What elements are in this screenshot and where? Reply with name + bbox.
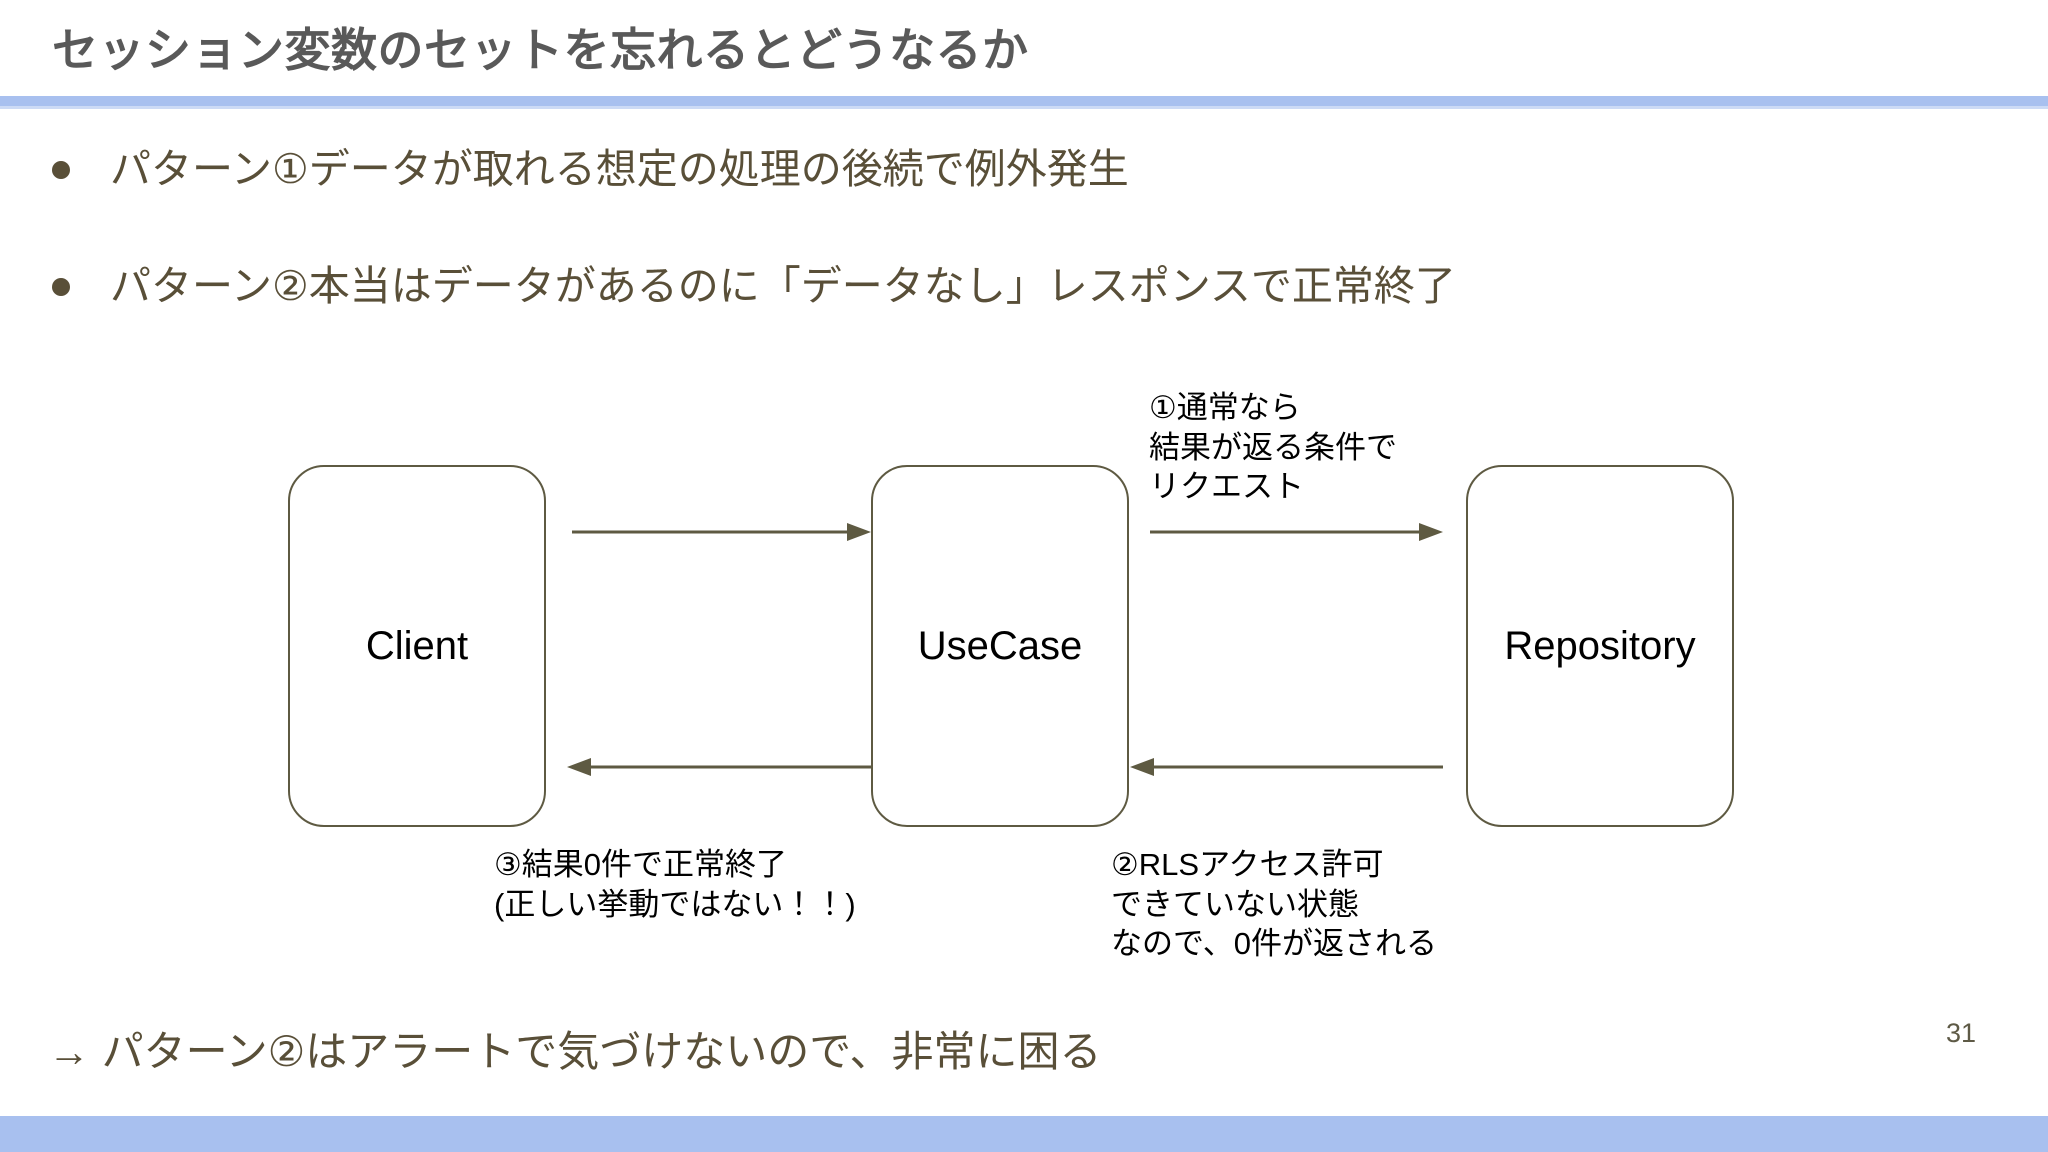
title-divider: [0, 96, 2048, 109]
diagram-node-usecase-label: UseCase: [917, 623, 1083, 668]
bullet-item-2: パターン②本当はデータがあるのに「データなし」レスポンスで正常終了: [52, 262, 1456, 311]
diagram-node-repository[interactable]: Repository: [1466, 465, 1734, 827]
arrow-repository-to-usecase: [1130, 758, 1443, 776]
diagram-node-usecase[interactable]: UseCase: [871, 465, 1129, 827]
conclusion-text: → パターン②はアラートで気づけないので、非常に困る: [48, 1028, 1102, 1075]
diagram-node-repository-label: Repository: [1504, 623, 1696, 668]
arrow-usecase-to-repository: [1150, 523, 1443, 541]
diagram-annotation-3: ③結果0件で正常終了 (正しい挙動ではない！！): [494, 847, 856, 922]
arrow-client-to-usecase: [572, 523, 871, 541]
footer-bar: [0, 1116, 2048, 1152]
page-title: セッション変数のセットを忘れるとどうなるか: [52, 24, 1029, 76]
bullet-item-1-label: パターン①データが取れる想定の処理の後続で例外発生: [110, 146, 1129, 192]
diagram-node-client-label: Client: [365, 623, 469, 668]
arrow-usecase-to-client: [567, 758, 871, 776]
bullet-item-1: パターン①データが取れる想定の処理の後続で例外発生: [52, 145, 1129, 194]
bullet-dot-icon: [52, 161, 70, 179]
bullet-item-2-label: パターン②本当はデータがあるのに「データなし」レスポンスで正常終了: [110, 263, 1456, 309]
diagram-annotation-1: ①通常なら 結果が返る条件で リクエスト: [1149, 390, 1397, 505]
diagram-annotation-2: ②RLSアクセス許可 できていない状態 なので、0件が返される: [1111, 847, 1437, 962]
bullet-dot-icon: [52, 278, 70, 296]
page-number: 31: [1946, 1018, 1977, 1048]
diagram-node-client[interactable]: Client: [288, 465, 546, 827]
